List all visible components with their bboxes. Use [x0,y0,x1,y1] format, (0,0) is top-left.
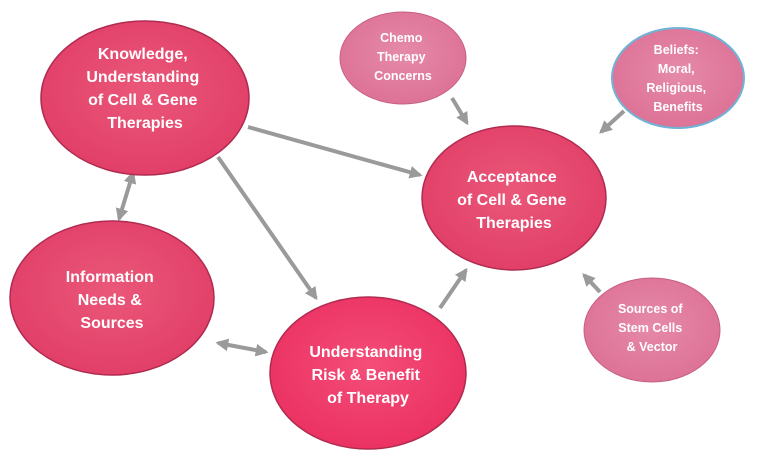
node-information: Information Needs & Sources [9,220,215,376]
arrow-knowledge-to-risk [216,155,318,301]
node-acceptance-label: Acceptance of Cell & Gene Therapies [457,169,571,232]
arrow-information-risk-bidirectional [215,338,269,357]
node-knowledge: Knowledge, Understanding of Cell & Gene … [40,20,250,176]
node-sources-label: Sources of Stem Cells & Vector [618,302,686,354]
node-risk: Understanding Risk & Benefit of Therapy [269,296,467,450]
node-acceptance: Acceptance of Cell & Gene Therapies [421,125,607,271]
arrow-risk-to-acceptance [438,267,468,310]
arrow-beliefs-to-acceptance [599,109,626,134]
node-chemo: Chemo Therapy Concerns [339,11,467,105]
node-knowledge-label: Knowledge, Understanding of Cell & Gene … [86,46,203,132]
node-information-label: Information Needs & Sources [66,269,158,332]
node-chemo-label: Chemo Therapy Concerns [374,31,432,83]
arrow-sources-to-acceptance [582,273,602,294]
arrow-chemo-to-acceptance [450,96,469,126]
node-beliefs: Beliefs: Moral, Religious, Benefits [611,27,745,129]
arrow-knowledge-to-acceptance [247,125,423,179]
node-risk-label: Understanding Risk & Benefit of Therapy [309,344,426,407]
node-beliefs-label: Beliefs: Moral, Religious, Benefits [646,43,709,114]
node-sources: Sources of Stem Cells & Vector [583,277,721,383]
arrow-knowledge-information-bidirectional [115,170,137,222]
